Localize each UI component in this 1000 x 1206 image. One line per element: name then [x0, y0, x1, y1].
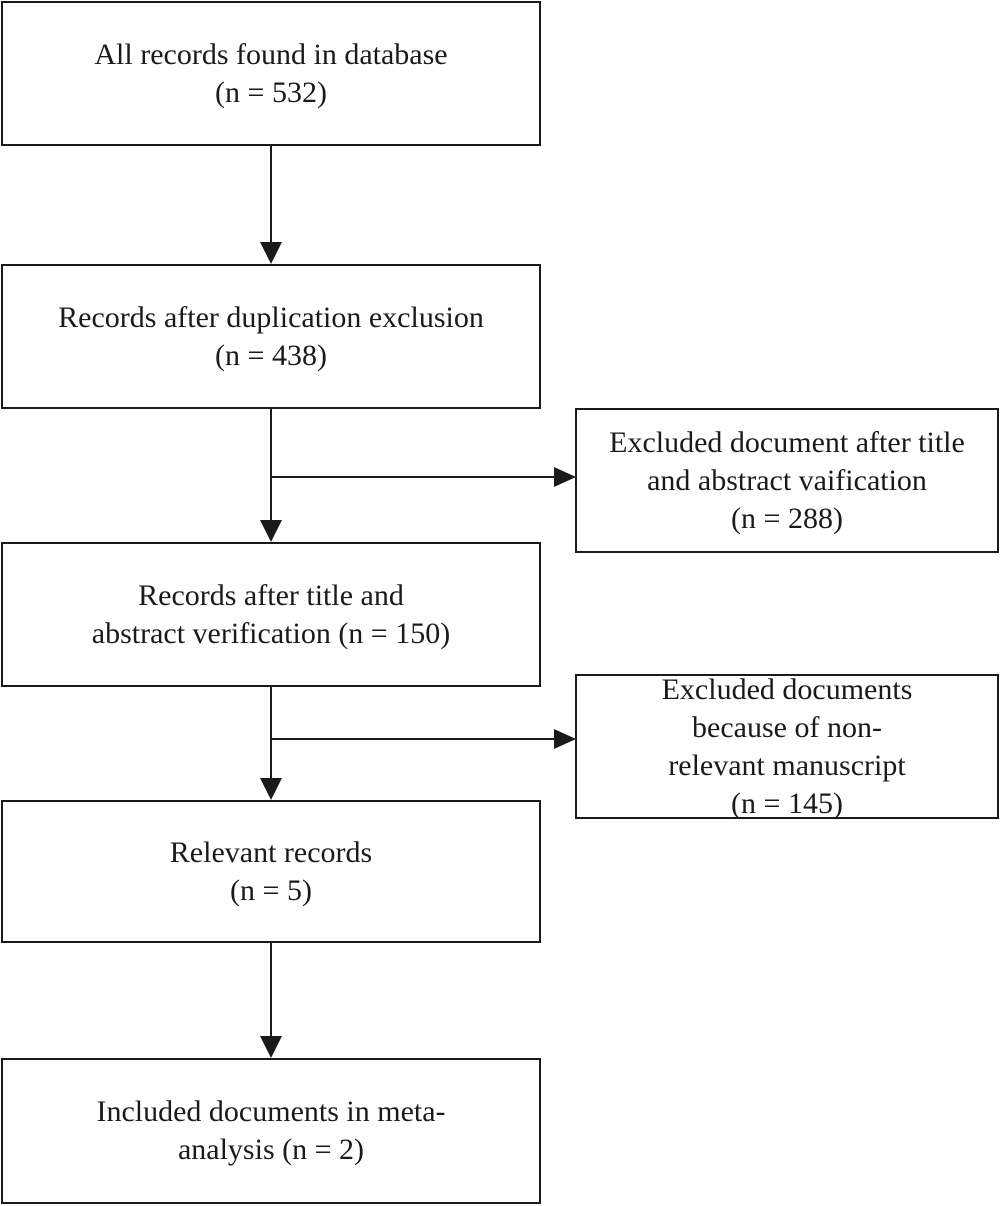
node-after-title-abstract-line-1: Records after title and	[138, 578, 404, 612]
node-excluded-non-relevant-line-3: relevant manuscript	[668, 748, 906, 782]
node-excluded-title-abstract: Excluded document after title and abstra…	[575, 408, 999, 553]
edge-duplication-to-title-abstract	[260, 409, 282, 542]
node-all-records: All records found in database (n = 532)	[1, 1, 541, 146]
node-relevant-records-line-1: Relevant records	[169, 835, 373, 869]
node-after-duplication-line-2: (n = 438)	[215, 338, 327, 372]
edge-branch-excluded-non-relevant	[271, 729, 576, 749]
node-included-meta-analysis-line-1: Included documents in meta-	[96, 1095, 446, 1128]
node-relevant-records: Relevant records (n = 5)	[1, 800, 541, 943]
node-all-records-line-2: (n = 532)	[215, 75, 327, 109]
node-excluded-title-abstract-line-2: and abstract vaification	[647, 463, 927, 497]
node-included-meta-analysis-line-2: analysis (n = 2)	[177, 1133, 365, 1166]
node-after-title-abstract-line-2: abstract verification (n = 150)	[91, 616, 451, 650]
node-after-title-abstract: Records after title and abstract verific…	[1, 542, 541, 687]
node-after-duplication: Records after duplication exclusion (n =…	[1, 264, 541, 409]
edge-branch-excluded-title-abstract	[271, 467, 576, 487]
node-included-meta-analysis: Included documents in meta- analysis (n …	[1, 1058, 541, 1204]
edge-title-abstract-to-relevant	[260, 687, 282, 800]
edge-relevant-to-included	[260, 942, 282, 1058]
edge-all-to-duplication	[260, 145, 282, 264]
node-after-duplication-line-1: Records after duplication exclusion	[58, 300, 484, 334]
node-excluded-non-relevant-line-1: Excluded documents	[661, 672, 913, 706]
node-relevant-records-line-2: (n = 5)	[230, 873, 312, 907]
node-excluded-non-relevant-line-4: (n = 145)	[731, 786, 843, 820]
node-excluded-title-abstract-line-1: Excluded document after title	[609, 425, 965, 459]
node-excluded-title-abstract-line-3: (n = 288)	[731, 501, 843, 535]
node-excluded-non-relevant: Excluded documents because of non- relev…	[575, 672, 999, 820]
node-all-records-line-1: All records found in database	[94, 37, 448, 71]
node-excluded-non-relevant-line-2: because of non-	[692, 710, 882, 744]
